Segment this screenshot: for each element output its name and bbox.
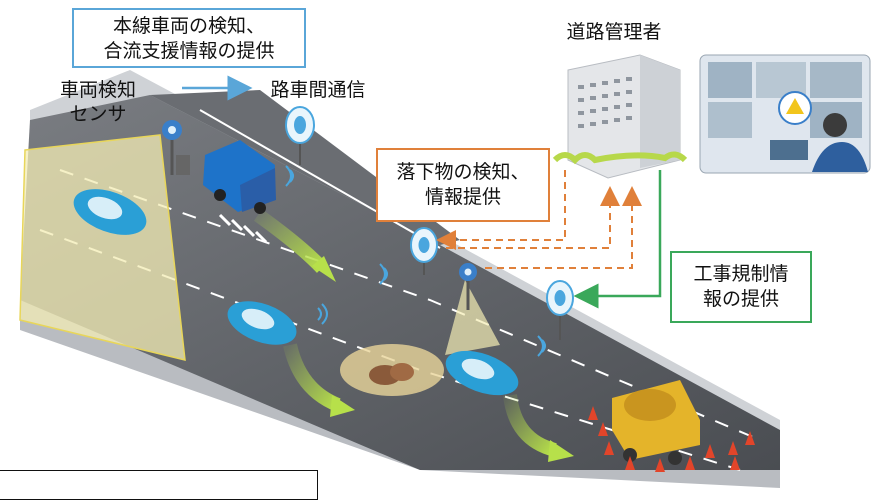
- guidance-arrows: [253, 209, 574, 462]
- car: [227, 301, 297, 345]
- building-icon: [552, 54, 688, 179]
- car: [73, 189, 147, 235]
- truck: [203, 140, 276, 214]
- label-road-to-vehicle: 路車間通信: [270, 79, 366, 101]
- construction-truck: [612, 380, 700, 465]
- fallen-object: [340, 280, 500, 396]
- sensor-camera-icon: [162, 120, 190, 175]
- antenna-icon: [317, 280, 574, 357]
- car: [445, 350, 519, 396]
- callout-construction-info: 工事規制情 報の提供: [670, 251, 812, 323]
- sensor-camera-icon: [459, 263, 477, 310]
- traffic-cones: [588, 406, 755, 472]
- bottom-frame: [0, 470, 318, 500]
- control-room-illustration: [699, 54, 871, 174]
- highway-scene: [19, 54, 871, 488]
- sensor-detection-zone: [19, 134, 186, 361]
- callout-mainline-detection: 本線車両の検知、 合流支援情報の提供: [72, 8, 306, 68]
- label-road-administrator: 道路管理者: [566, 21, 662, 43]
- antenna-icon: [379, 227, 438, 285]
- antenna-icon: [285, 106, 315, 187]
- info-flow-lines: [182, 75, 662, 309]
- callout-fallen-object: 落下物の検知、 情報提供: [376, 148, 550, 222]
- label-vehicle-sensor: 車両検知 センサ: [59, 79, 136, 125]
